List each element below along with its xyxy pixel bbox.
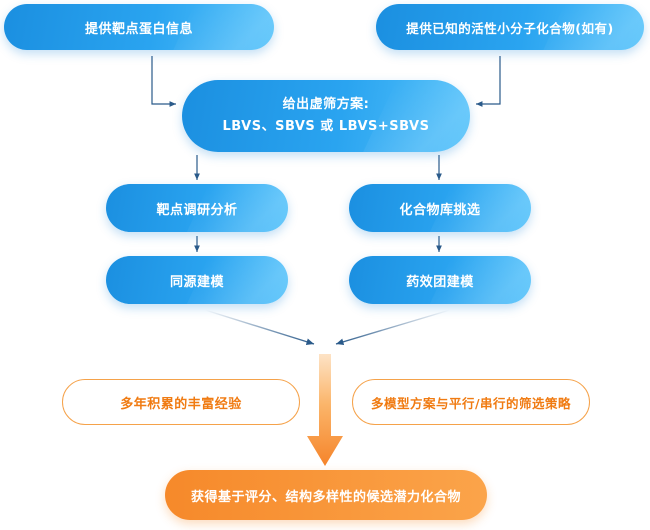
arrow-homology-to-merge	[204, 309, 315, 345]
experience-node: 多年积累的丰富经验	[62, 379, 300, 425]
screening-plan-node: 给出虚筛方案: LBVS、SBVS 或 LBVS+SBVS	[182, 80, 470, 152]
result-node: 获得基于评分、结构多样性的候选潜力化合物	[165, 470, 487, 520]
result-label: 获得基于评分、结构多样性的候选潜力化合物	[190, 489, 461, 505]
pharmacophore-modeling-label: 药效团建模	[406, 274, 474, 290]
library-selection-node: 化合物库挑选	[349, 184, 531, 232]
screening-plan-methods: LBVS、SBVS 或 LBVS+SBVS	[222, 119, 430, 134]
library-selection-label: 化合物库挑选	[399, 202, 481, 218]
known-ligand-info-label: 提供已知的活性小分子化合物(如有)	[406, 20, 614, 36]
big-down-arrow	[307, 354, 343, 466]
target-analysis-label: 靶点调研分析	[156, 202, 238, 218]
arrow-pharmacophore-to-merge	[335, 309, 451, 346]
homology-modeling-label: 同源建模	[169, 274, 224, 290]
screening-plan-title: 给出虚筛方案:	[282, 97, 370, 112]
strategy-node: 多模型方案与平行/串行的筛选策略	[352, 379, 590, 425]
arrow-target-to-plan	[151, 56, 176, 107]
pharmacophore-modeling-node: 药效团建模	[349, 256, 531, 304]
homology-modeling-node: 同源建模	[106, 256, 288, 304]
target-protein-info-node: 提供靶点蛋白信息	[4, 4, 274, 50]
known-ligand-info-node: 提供已知的活性小分子化合物(如有)	[376, 4, 644, 50]
target-protein-info-label: 提供靶点蛋白信息	[84, 21, 193, 37]
target-analysis-node: 靶点调研分析	[106, 184, 288, 232]
experience-label: 多年积累的丰富经验	[120, 396, 242, 412]
arrow-ligand-to-plan	[476, 56, 501, 107]
strategy-label: 多模型方案与平行/串行的筛选策略	[370, 395, 572, 411]
